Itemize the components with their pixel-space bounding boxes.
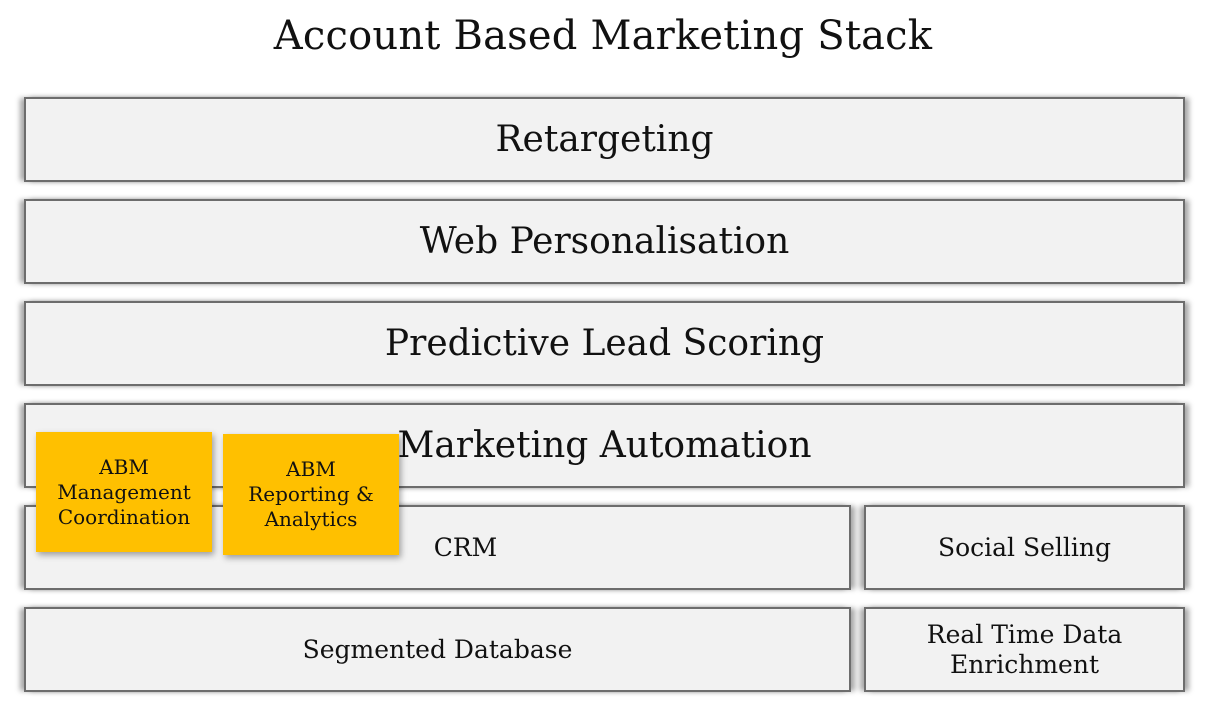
note-abm-management-label: ABM Management Coordination [57, 454, 191, 529]
diagram-title: Account Based Marketing Stack [273, 13, 933, 59]
layer-real-time-data-enrichment-label: Real Time Data Enrichment [926, 619, 1123, 679]
layer-crm-label: CRM [433, 532, 498, 562]
note-abm-reporting-label: ABM Reporting & Analytics [248, 457, 374, 531]
layer-predictive-lead-scoring-label: Predictive Lead Scoring [384, 322, 825, 364]
note-abm-management-coordination: ABM Management Coordination [36, 432, 212, 552]
layer-marketing-automation-label: Marketing Automation [397, 424, 812, 466]
note-abm-reporting-analytics: ABM Reporting & Analytics [223, 434, 399, 555]
layer-retargeting: Retargeting [24, 97, 1185, 182]
layer-web-personalisation-label: Web Personalisation [419, 220, 790, 262]
layer-segmented-database: Segmented Database [24, 607, 851, 692]
layer-retargeting-label: Retargeting [495, 118, 714, 160]
layer-web-personalisation: Web Personalisation [24, 199, 1185, 284]
layer-social-selling: Social Selling [864, 505, 1185, 590]
layer-predictive-lead-scoring: Predictive Lead Scoring [24, 301, 1185, 386]
layer-social-selling-label: Social Selling [937, 532, 1112, 562]
layer-real-time-data-enrichment: Real Time Data Enrichment [864, 607, 1185, 692]
layer-segmented-database-label: Segmented Database [302, 634, 573, 664]
layer-marketing-automation: Marketing Automation [24, 403, 1185, 488]
